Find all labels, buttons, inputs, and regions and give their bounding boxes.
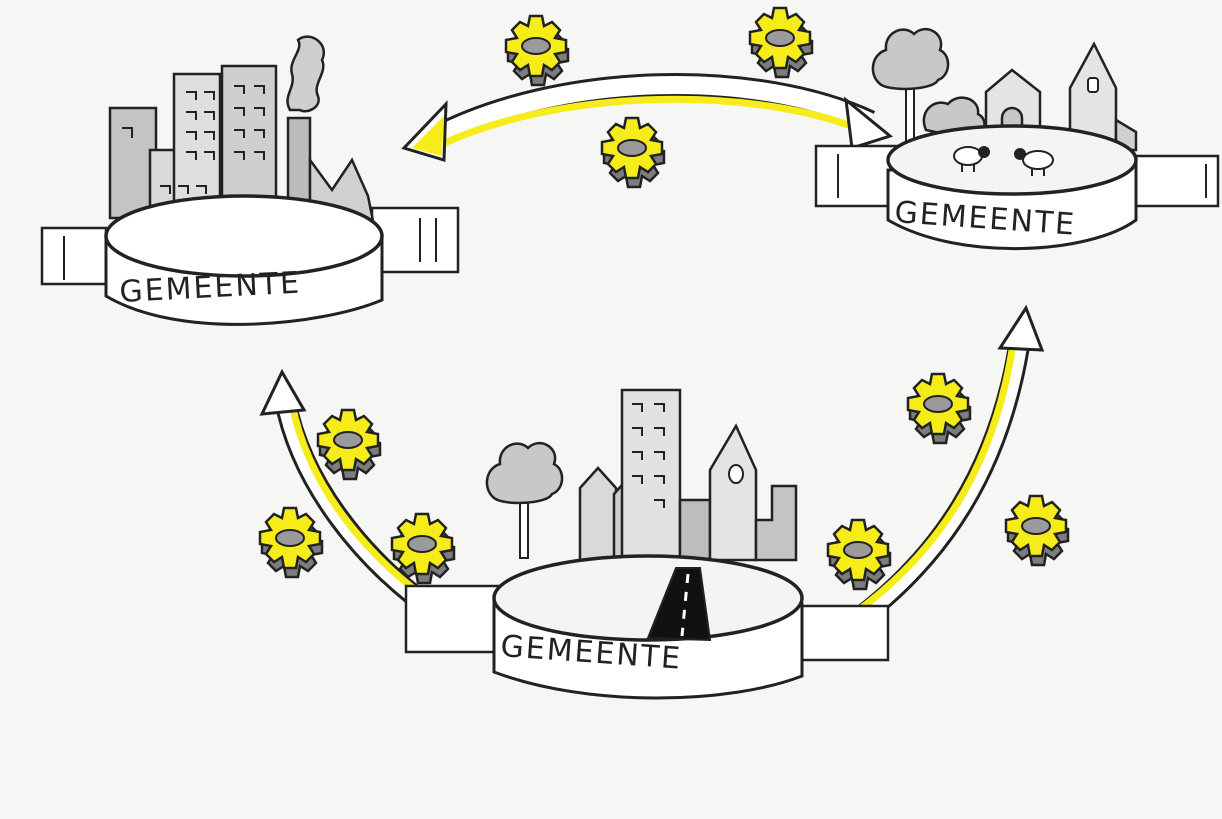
- road-icon: [646, 567, 712, 642]
- municipality-rural: GEMEENTE: [814, 27, 1220, 251]
- gear-icon: [906, 372, 972, 445]
- tree-icon: [485, 441, 564, 560]
- gear-icon: [316, 408, 382, 481]
- sheep-icon: [953, 146, 1054, 176]
- double-arrow-icon: [401, 73, 894, 162]
- double-arrow-icon: [828, 304, 1045, 648]
- gear-icon: [1004, 494, 1070, 567]
- gear-icon: [748, 6, 814, 79]
- municipality-urban: GEMEENTE: [404, 388, 890, 700]
- gear-icon: [258, 506, 324, 579]
- gear-icon: [504, 14, 570, 87]
- gear-icon: [826, 518, 892, 591]
- municipality-industrial: GEMEENTE: [40, 35, 460, 326]
- gear-icon: [600, 116, 666, 189]
